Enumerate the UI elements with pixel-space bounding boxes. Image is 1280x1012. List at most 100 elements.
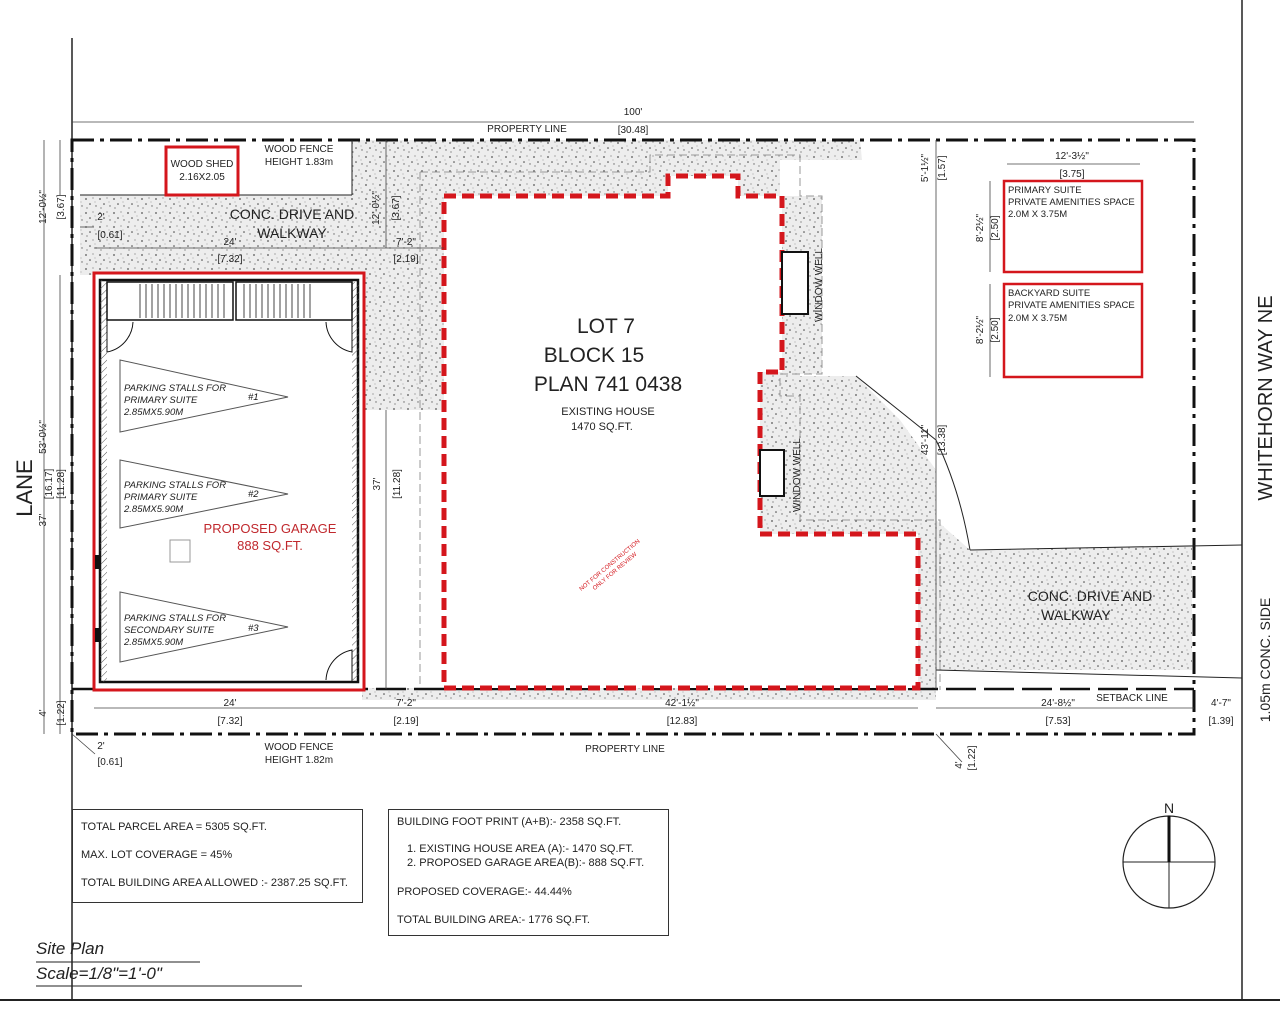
stall-3-line1: PARKING STALLS FOR (124, 613, 226, 624)
stall-2-line2: PRIMARY SUITE (124, 492, 198, 503)
dim-4-7: 4'-7" (1211, 698, 1231, 709)
side-walk-label: 1.05m CONC. SIDE (1257, 598, 1273, 722)
dim-37m: 37' (372, 477, 383, 490)
lot-number: LOT 7 (577, 315, 635, 338)
dim-7-2a: 7'-2" (396, 237, 416, 248)
drive-label-1a: CONC. DRIVE AND (230, 206, 354, 222)
stall-2-number: #2 (248, 489, 259, 500)
garage-title: PROPOSED GARAGE (204, 521, 337, 536)
dim-37l: 37' (38, 513, 49, 526)
summary-coverage: PROPOSED COVERAGE:- 44.44% (397, 886, 572, 898)
summary-house-area: 1. EXISTING HOUSE AREA (A):- 1470 SQ.FT. (407, 843, 634, 855)
stall-2-line3: 2.85MX5.90M (123, 504, 183, 515)
property-line-bottom: PROPERTY LINE (585, 744, 665, 755)
dim-12-83: [12.83] (667, 716, 698, 727)
summary-lot-coverage: MAX. LOT COVERAGE = 45% (81, 849, 233, 861)
summary-parcel-area: TOTAL PARCEL AREA = 5305 SQ.FT. (81, 821, 267, 833)
dim-24b: 24' (223, 698, 236, 709)
dim-219b: [2.19] (393, 716, 418, 727)
dim-2-50b: [2.50] (990, 317, 1001, 342)
stall-1-line3: 2.85MX5.90M (123, 407, 183, 418)
stall-2-line1: PARKING STALLS FOR (124, 480, 226, 491)
dim-061a: [0.61] (97, 230, 122, 241)
setback-label: SETBACK LINE (1096, 693, 1168, 704)
amenity-1-l3: 2.0M X 3.75M (1008, 209, 1067, 220)
fence-top-label: WOOD FENCE (265, 144, 334, 155)
dim-11-28l: [11.28] (56, 469, 67, 499)
dim-24-82: 24'-8½" (1041, 698, 1075, 709)
dim-2-50a: [2.50] (990, 215, 1001, 240)
fence-top-height: HEIGHT 1.83m (265, 157, 333, 168)
shed-label: WOOD SHED (171, 159, 234, 170)
street-label: WHITEHORN WAY NE (1255, 295, 1277, 500)
dim-732b: [7.32] (217, 716, 242, 727)
dim-4r: 4' (954, 761, 965, 769)
dim-3-67m: [3.67] (391, 195, 402, 220)
window-well-1 (781, 251, 809, 315)
dim-11-28m: [11.28] (392, 469, 403, 499)
dim-4l: 4' (38, 709, 49, 717)
fence-bottom-height: HEIGHT 1.82m (265, 755, 333, 766)
fence-bottom-label: WOOD FENCE (265, 742, 334, 753)
dim-43-11: 43'-11" (920, 424, 931, 455)
north-arrow (1122, 815, 1216, 909)
stall-3-number: #3 (248, 623, 259, 634)
window-well-label-2: WINDOW WELL (792, 438, 803, 512)
dim-53-02: 53'-0½" (38, 420, 49, 454)
drive-label-2b: WALKWAY (1041, 607, 1111, 623)
amenity-1-l1: PRIMARY SUITE (1008, 185, 1082, 196)
dimension-lines (43, 121, 1194, 763)
dim-7-53: [7.53] (1045, 716, 1070, 727)
dim-1-22r: [1.22] (967, 745, 978, 770)
drawing-title: Site Plan (36, 939, 105, 958)
existing-outline (420, 154, 941, 690)
dim-219a: [2.19] (393, 254, 418, 265)
drive-label-1b: WALKWAY (257, 225, 327, 241)
dim-2a: 2' (97, 212, 105, 223)
dim-3-75: [3.75] (1059, 169, 1084, 180)
dim-42-12: 42'-1½" (665, 698, 699, 709)
dim-8-22a: 8'-2½" (975, 213, 986, 242)
window-well-2 (759, 449, 785, 497)
stall-1-line1: PARKING STALLS FOR (124, 383, 226, 394)
amenity-backyard (1002, 282, 1144, 379)
dim-3-67l: [3.67] (56, 194, 67, 219)
amenity-primary (1002, 179, 1144, 274)
house-area: 1470 SQ.FT. (571, 421, 633, 433)
dim-5-12: 5'-1½" (920, 153, 931, 182)
summary-parcel-box: TOTAL PARCEL AREA = 5305 SQ.FT. MAX. LOT… (72, 809, 363, 903)
dim-1-22l: [1.22] (56, 700, 67, 725)
wood-shed (164, 145, 240, 197)
dim-732a: [7.32] (217, 254, 242, 265)
garage-area: 888 SQ.FT. (237, 538, 303, 553)
amenity-2-l3: 2.0M X 3.75M (1008, 313, 1067, 324)
dim-12-02l: 12'-0½" (38, 190, 49, 224)
amenity-2-l1: BACKYARD SUITE (1008, 288, 1090, 299)
dim-1-57: [1.57] (937, 155, 948, 180)
stall-1-marker (119, 359, 289, 433)
stall-1-number: #1 (248, 392, 259, 403)
dim-12-02m: 12'-0½" (371, 191, 382, 225)
property-line-top: PROPERTY LINE (487, 124, 567, 135)
block-number: BLOCK 15 (544, 344, 644, 367)
shed-size: 2.16X2.05 (179, 172, 225, 183)
dim-061b: [0.61] (97, 757, 122, 768)
dim-3048: [30.48] (618, 125, 649, 136)
amenity-2-l2: PRIVATE AMENITIES SPACE (1008, 300, 1135, 311)
dim-100: 100' (624, 107, 643, 118)
window-well-label-1: WINDOW WELL (814, 248, 825, 322)
dim-12-32: 12'-3½" (1055, 151, 1089, 162)
dim-7-2b: 7'-2" (396, 698, 416, 709)
stall-3-marker (119, 591, 289, 663)
summary-total-area: TOTAL BUILDING AREA:- 1776 SQ.FT. (397, 914, 590, 926)
dim-16-17: [16.17] (44, 468, 55, 499)
summary-area-allowed: TOTAL BUILDING AREA ALLOWED :- 2387.25 S… (81, 877, 348, 889)
plan-number: PLAN 741 0438 (534, 373, 682, 396)
dim-8-22b: 8'-2½" (975, 315, 986, 344)
dim-24a: 24' (223, 237, 236, 248)
dim-2b: 2' (97, 741, 105, 752)
summary-building-box: BUILDING FOOT PRINT (A+B):- 2358 SQ.FT. … (388, 809, 669, 936)
stall-1-line2: PRIMARY SUITE (124, 395, 198, 406)
house-label: EXISTING HOUSE (561, 406, 655, 418)
